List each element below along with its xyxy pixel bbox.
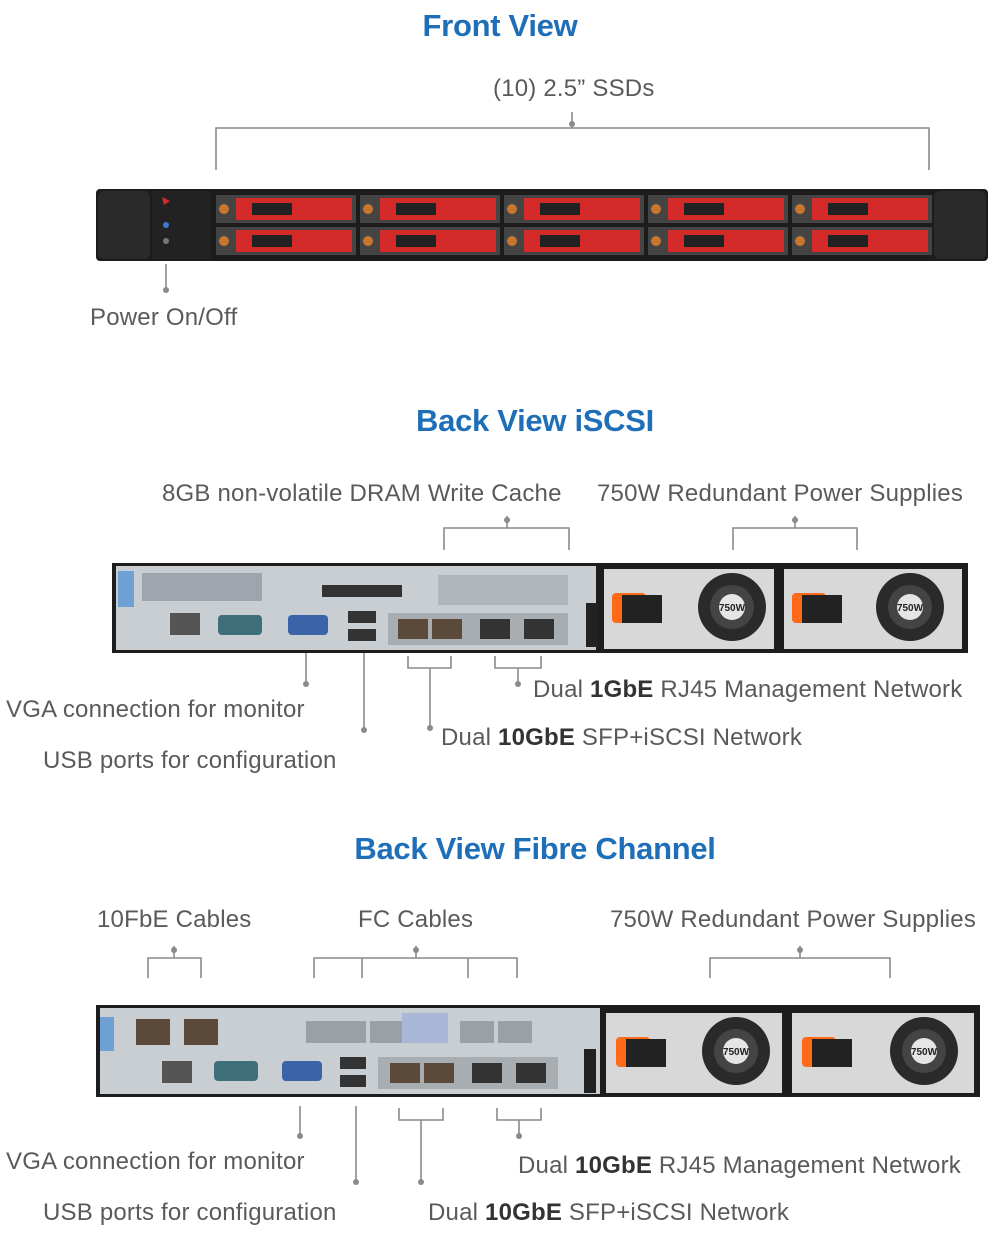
- 10g-sfp-port: [136, 1019, 170, 1045]
- usb-port: [340, 1057, 366, 1069]
- psu-badge: 750W: [719, 603, 746, 614]
- fc-usb-label: USB ports for configuration: [43, 1199, 337, 1226]
- ssd-bay: [216, 227, 356, 255]
- fc-back-server-image: 750W 750W: [96, 1005, 980, 1097]
- usb-port: [348, 611, 376, 623]
- vga-port: [288, 615, 328, 635]
- usb-port: [348, 629, 376, 641]
- psu-badge: 750W: [911, 1047, 938, 1058]
- fc-usb-leader: [353, 1106, 359, 1185]
- ssd-bay: [648, 195, 788, 223]
- iscsi-mgmt-label: Dual 1GbE RJ45 Management Network: [533, 676, 963, 703]
- vga-port: [282, 1061, 322, 1081]
- dram-label: 8GB non-volatile DRAM Write Cache: [162, 480, 562, 507]
- psu-badge: 750W: [897, 603, 924, 614]
- iscsi-sfp-bracket: [407, 656, 452, 731]
- ssd-bay: [792, 195, 932, 223]
- psu-badge: 750W: [723, 1047, 750, 1058]
- ssd-label: (10) 2.5” SSDs: [493, 75, 655, 102]
- serial-port: [218, 615, 262, 635]
- ssd-bay: [504, 227, 644, 255]
- fc-port: [306, 1021, 366, 1043]
- iscsi-mgmt-bracket: [494, 656, 542, 687]
- rj45-port: [480, 619, 510, 639]
- fc-port: [460, 1021, 494, 1043]
- power-leader: [163, 264, 169, 293]
- iscsi-sfp-label: Dual 10GbE SFP+iSCSI Network: [441, 724, 803, 751]
- 10g-sfp-port: [184, 1019, 218, 1045]
- ssd-bay: [504, 195, 644, 223]
- rj45-port: [162, 1061, 192, 1083]
- fc-psu-bracket: [709, 946, 891, 978]
- iscsi-usb-label: USB ports for configuration: [43, 747, 337, 774]
- fc-mgmt-bracket: [496, 1108, 542, 1139]
- dram-bracket: [443, 516, 570, 550]
- ssd-bay: [792, 227, 932, 255]
- fc-sfp-label: Dual 10GbE SFP+iSCSI Network: [428, 1199, 790, 1226]
- iscsi-psu-bracket: [732, 516, 858, 550]
- serial-port: [214, 1061, 258, 1081]
- rj45-port: [524, 619, 554, 639]
- fc-mgmt-label: Dual 10GbE RJ45 Management Network: [518, 1152, 961, 1179]
- fc-vga-leader: [297, 1106, 303, 1139]
- ssd-bay: [216, 195, 356, 223]
- rj45-port: [472, 1063, 502, 1083]
- front-server-image: [96, 189, 988, 261]
- power-label: Power On/Off: [90, 304, 238, 331]
- usb-port: [340, 1075, 366, 1087]
- sfp-port: [390, 1063, 420, 1083]
- front-view-title: Front View: [422, 8, 578, 43]
- iscsi-back-server-image: 750W 750W: [112, 563, 968, 653]
- fc-sfp-bracket: [398, 1108, 444, 1185]
- ssd-bracket: [215, 112, 930, 170]
- fc-cables-label: FC Cables: [358, 906, 474, 933]
- fc-10g-bracket: [147, 946, 202, 978]
- fc-port: [370, 1021, 404, 1043]
- ssd-bay: [360, 227, 500, 255]
- sfp-port: [424, 1063, 454, 1083]
- fc-psu-label: 750W Redundant Power Supplies: [610, 906, 977, 933]
- ssd-bay: [648, 227, 788, 255]
- iscsi-vga-leader: [303, 653, 309, 687]
- iscsi-vga-label: VGA connection for monitor: [6, 696, 305, 723]
- fc-port: [498, 1021, 532, 1043]
- fc-10g-cables-label: 10FbE Cables: [97, 906, 252, 933]
- rj45-port: [516, 1063, 546, 1083]
- iscsi-psu-label: 750W Redundant Power Supplies: [597, 480, 964, 507]
- iscsi-title: Back View iSCSI: [416, 403, 654, 438]
- fc-title: Back View Fibre Channel: [354, 831, 716, 866]
- sfp-port: [398, 619, 428, 639]
- ssd-bay: [360, 195, 500, 223]
- iscsi-usb-leader: [361, 653, 367, 733]
- sfp-port: [432, 619, 462, 639]
- fc-cables-bracket: [313, 946, 518, 978]
- fc-vga-label: VGA connection for monitor: [6, 1148, 305, 1175]
